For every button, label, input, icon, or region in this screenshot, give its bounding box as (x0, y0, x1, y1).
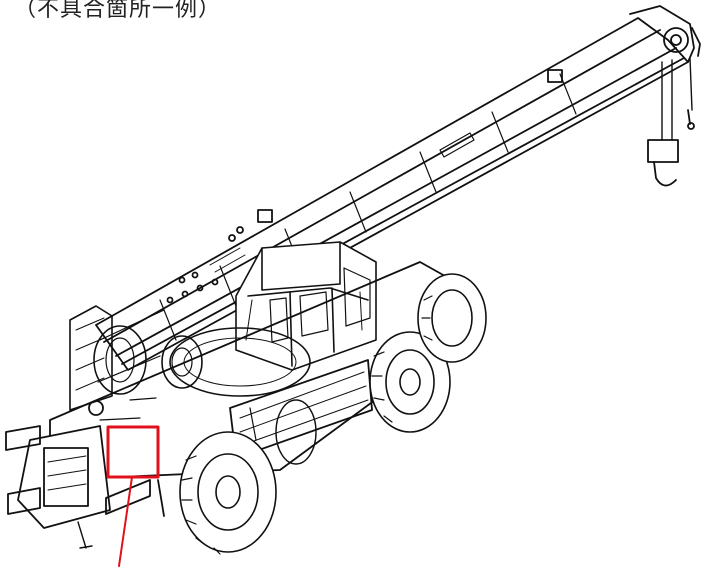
wheel-rear-left (369, 331, 451, 433)
figure-caption: （不具合箇所一例） (14, 0, 222, 22)
defect-pointer-line (118, 476, 133, 567)
boom-tip (629, 5, 701, 187)
wheel-front-right (275, 399, 317, 465)
wheel-rear-right (417, 273, 487, 363)
wheel-front-left (179, 431, 277, 555)
boom (95, 17, 689, 371)
defect-highlight-box (106, 425, 160, 479)
